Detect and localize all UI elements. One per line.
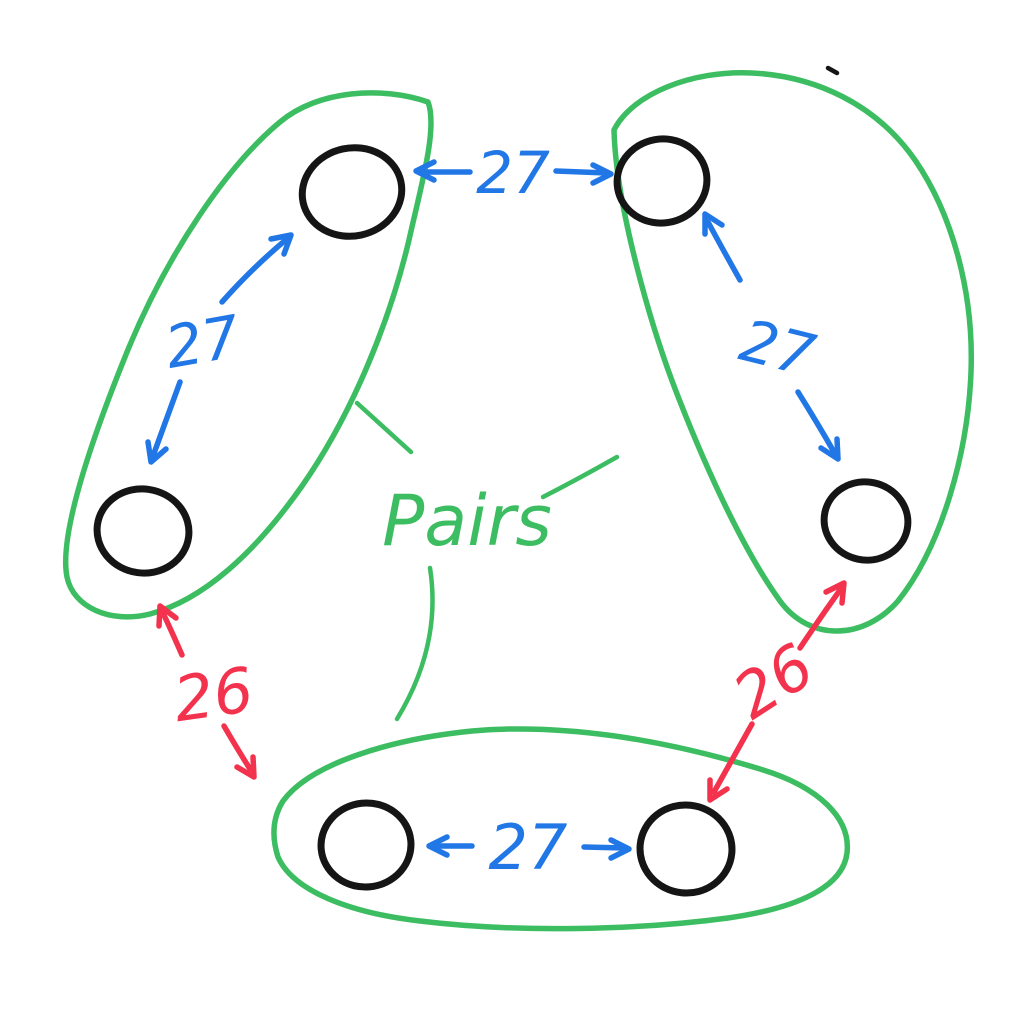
arrow-shaft (711, 721, 755, 795)
arrow-head-up (702, 211, 725, 237)
edge-27-left-pair (145, 232, 294, 465)
arrow-head-down (145, 439, 169, 465)
nodes (93, 65, 912, 897)
pairs-label: Pairs (382, 480, 552, 562)
node-circle-top-left-b (93, 485, 193, 577)
edge-26-left (156, 603, 257, 780)
node-circle-top-right-a (613, 135, 711, 227)
pair-outlines (63, 70, 975, 932)
edge-label-27-right: 27 (733, 306, 821, 390)
arrow-head-up (268, 232, 294, 257)
edge-label-27-bottom: 27 (489, 811, 568, 884)
arrow-head-down (234, 754, 257, 780)
edge-label-27-top: 27 (476, 139, 550, 207)
arrow-head-up (823, 580, 847, 606)
pairs-pointer-top-left (354, 400, 414, 455)
edge-26-right (707, 580, 847, 803)
node-circle-bottom-b (636, 801, 736, 897)
node-circle-top-left-a (298, 144, 406, 240)
arrow-shaft (150, 379, 183, 459)
arrow-head-left (413, 159, 437, 183)
edge-27-right-pair (702, 211, 841, 462)
arrow-shaft (795, 389, 837, 455)
edge-label-26-left: 26 (169, 653, 257, 736)
edge-27-top (413, 159, 614, 186)
arrow-shaft (581, 844, 628, 851)
arrow-head-up (156, 603, 179, 629)
node-circle-bottom-a (317, 799, 415, 891)
arrow-shaft (553, 168, 610, 176)
pairs-pointer-top-right (540, 454, 620, 500)
arrow-head-left (426, 834, 450, 858)
pairs-pointer-bottom (394, 565, 435, 722)
edge-27-bottom-pair (426, 834, 632, 861)
arrow-shaft (219, 235, 291, 305)
stray-mark (825, 65, 840, 76)
arrow-head-right (608, 837, 632, 861)
arrow-head-down (707, 777, 730, 803)
arrow-head-down (818, 436, 841, 462)
edge-label-27-left: 27 (160, 302, 245, 382)
node-circle-top-right-b (820, 478, 912, 564)
pair-outline-bottom (271, 726, 851, 932)
edge-label-26-right: 26 (721, 629, 827, 733)
arrow-shaft (705, 219, 743, 283)
arrow-head-right (590, 162, 614, 186)
arrow-shaft (797, 587, 843, 651)
arrow-shaft (160, 610, 185, 658)
arrow-shaft (221, 723, 253, 772)
pair-outline-top-right (611, 70, 975, 634)
pair-outline-top-left (63, 90, 434, 620)
